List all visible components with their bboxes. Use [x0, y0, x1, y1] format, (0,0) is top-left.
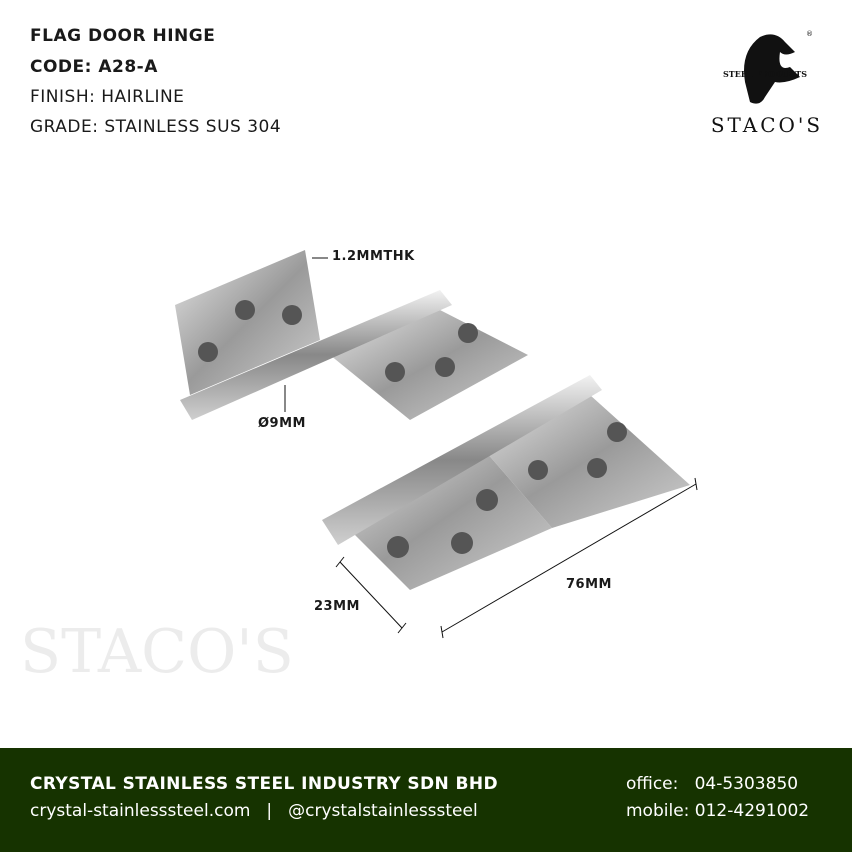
mobile-number: 012-4291002	[694, 801, 810, 821]
office-label: office:	[626, 774, 679, 794]
separator: |	[266, 801, 273, 821]
company-name: CRYSTAL STAINLESS STEEL INDUSTRY SDN BHD	[30, 774, 499, 794]
product-finish: FINISH: HAIRLINE	[30, 87, 185, 107]
logo-brand: STACO'S	[711, 113, 823, 137]
product-title: FLAG DOOR HINGE	[30, 26, 216, 46]
footer: CRYSTAL STAINLESS STEEL INDUSTRY SDN BHD…	[0, 748, 852, 852]
logo-tagline: STEEL PRODUCTS	[723, 69, 807, 79]
thickness-label: 1.2MMTHK	[332, 249, 415, 264]
diameter-label: Ø9MM	[258, 416, 306, 431]
dimension-lines	[284, 257, 698, 639]
hinge-illustration: STACO'S 1.2MMTHK Ø9MM 23MM 76MM	[0, 180, 852, 700]
length-label: 76MM	[566, 577, 612, 592]
horse-icon	[744, 34, 800, 104]
product-code: CODE: A28-A	[30, 57, 158, 77]
stacos-logo: STEEL PRODUCTS ® STACO'S	[705, 22, 835, 147]
mobile-phone: mobile: 012-4291002	[626, 801, 809, 821]
registered-mark: ®	[806, 30, 813, 38]
watermark: STACO'S	[20, 617, 294, 687]
office-phone: office: 04-5303850	[626, 774, 798, 794]
product-grade: GRADE: STAINLESS SUS 304	[30, 117, 282, 137]
mobile-label: mobile:	[626, 801, 690, 821]
hinge-large	[322, 375, 690, 590]
width-label: 23MM	[314, 599, 360, 614]
office-number: 04-5303850	[694, 774, 799, 794]
social-handle[interactable]: @crystalstainlesssteel	[288, 801, 478, 821]
website-link[interactable]: crystal-stainlesssteel.com	[30, 801, 251, 821]
contact-links: crystal-stainlesssteel.com | @crystalstain…	[30, 801, 478, 821]
hinge-small	[175, 250, 528, 420]
